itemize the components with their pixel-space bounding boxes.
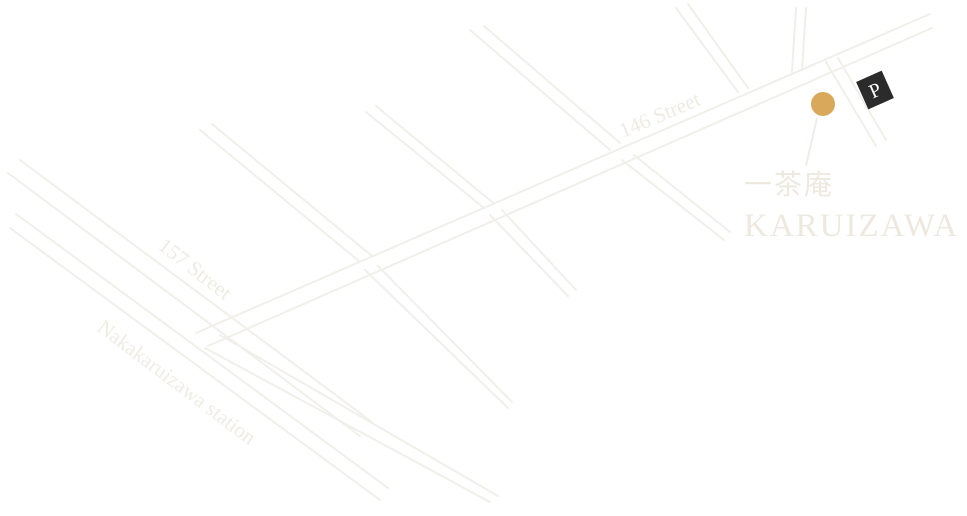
venue-name-jp: 一茶庵 bbox=[744, 170, 835, 201]
cross-streets bbox=[199, 3, 887, 409]
location-pin-icon[interactable] bbox=[805, 92, 835, 167]
main-avenue bbox=[195, 13, 933, 347]
venue-label[interactable]: 一茶庵 KARUIZAWA bbox=[744, 172, 959, 243]
railway-tracks bbox=[7, 159, 499, 503]
venue-name-en: KARUIZAWA bbox=[744, 208, 960, 244]
station-label: Nakakaruizawa station bbox=[93, 315, 261, 450]
parking-icon[interactable]: P bbox=[856, 70, 894, 110]
